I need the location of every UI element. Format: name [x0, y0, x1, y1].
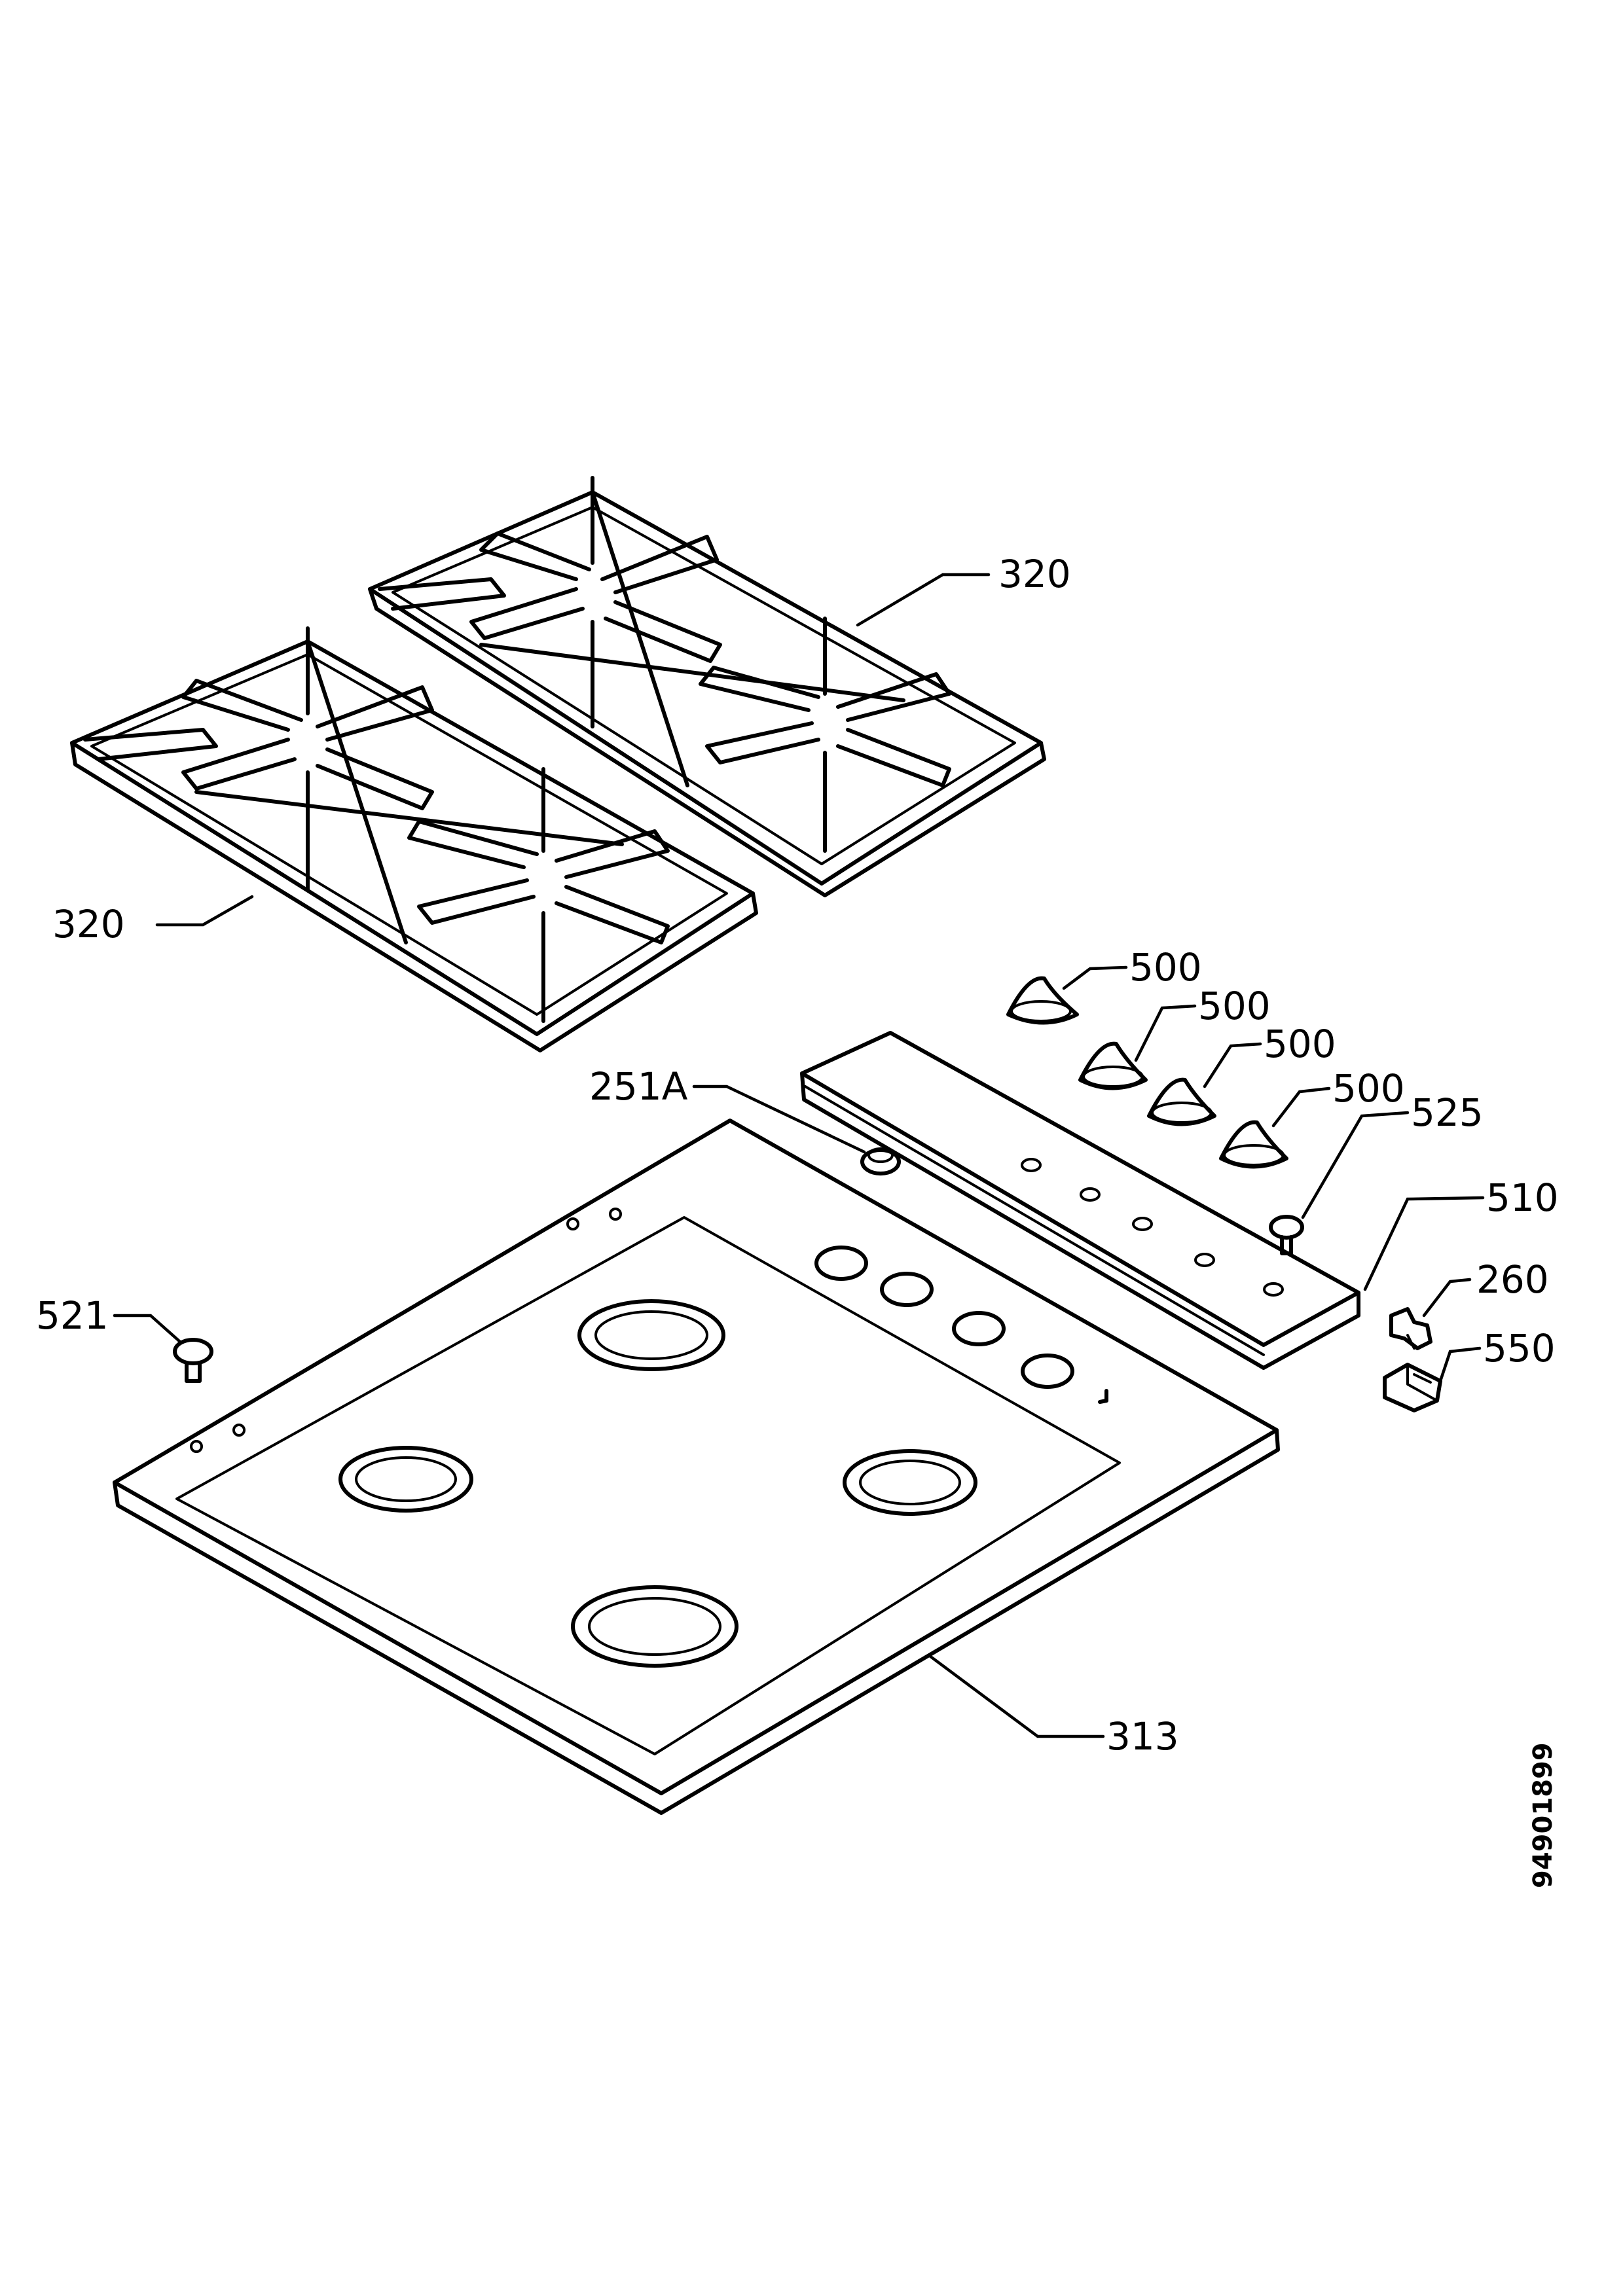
- burner-star-upper-left: [378, 476, 722, 728]
- spark-plug-part: [860, 1147, 901, 1175]
- label-500-knob-3: 500: [1264, 1022, 1336, 1066]
- label-313: 313: [1106, 1714, 1179, 1759]
- burner-hole-rear: [577, 1299, 725, 1371]
- label-550: 550: [1483, 1326, 1556, 1371]
- fixing-screw-525: [1269, 1215, 1304, 1255]
- label-500-knob-4: 500: [1332, 1066, 1405, 1111]
- burner-hole-left: [338, 1446, 473, 1513]
- label-500-knob-2: 500: [1198, 984, 1271, 1028]
- burner-star-lower-left: [83, 626, 434, 892]
- pan-support-grate-lower: [70, 626, 758, 1052]
- burner-hole-right: [843, 1449, 977, 1516]
- burner-hole-front: [571, 1585, 739, 1668]
- leader-lines: [113, 573, 1485, 1738]
- knob-2: [1078, 1041, 1148, 1090]
- label-500-knob-1: 500: [1129, 945, 1202, 990]
- burner-star-lower-right: [407, 767, 670, 1023]
- label-251a: 251A: [589, 1064, 688, 1109]
- hob-top-plate: [113, 1119, 1280, 1815]
- control-panel-strip: [800, 1031, 1360, 1370]
- fixing-holes: [190, 1208, 622, 1453]
- burner-star-upper-right: [699, 617, 951, 853]
- switch-550-part: [1383, 1363, 1442, 1412]
- knob-3: [1147, 1077, 1216, 1126]
- label-510: 510: [1486, 1175, 1559, 1220]
- fixing-screw-521: [173, 1338, 213, 1383]
- label-521: 521: [36, 1293, 109, 1338]
- knob-1: [1006, 976, 1079, 1025]
- label-525: 525: [1411, 1090, 1484, 1135]
- label-320-lower: 320: [52, 902, 125, 946]
- pan-support-grate-upper: [368, 476, 1046, 897]
- microswitch-260-part: [1389, 1307, 1432, 1350]
- knob-4: [1219, 1120, 1288, 1169]
- label-320-upper: 320: [998, 552, 1071, 596]
- label-260: 260: [1476, 1257, 1549, 1302]
- drawing-number: 94901899: [1528, 1742, 1558, 1888]
- tap-holes: [814, 1246, 1108, 1404]
